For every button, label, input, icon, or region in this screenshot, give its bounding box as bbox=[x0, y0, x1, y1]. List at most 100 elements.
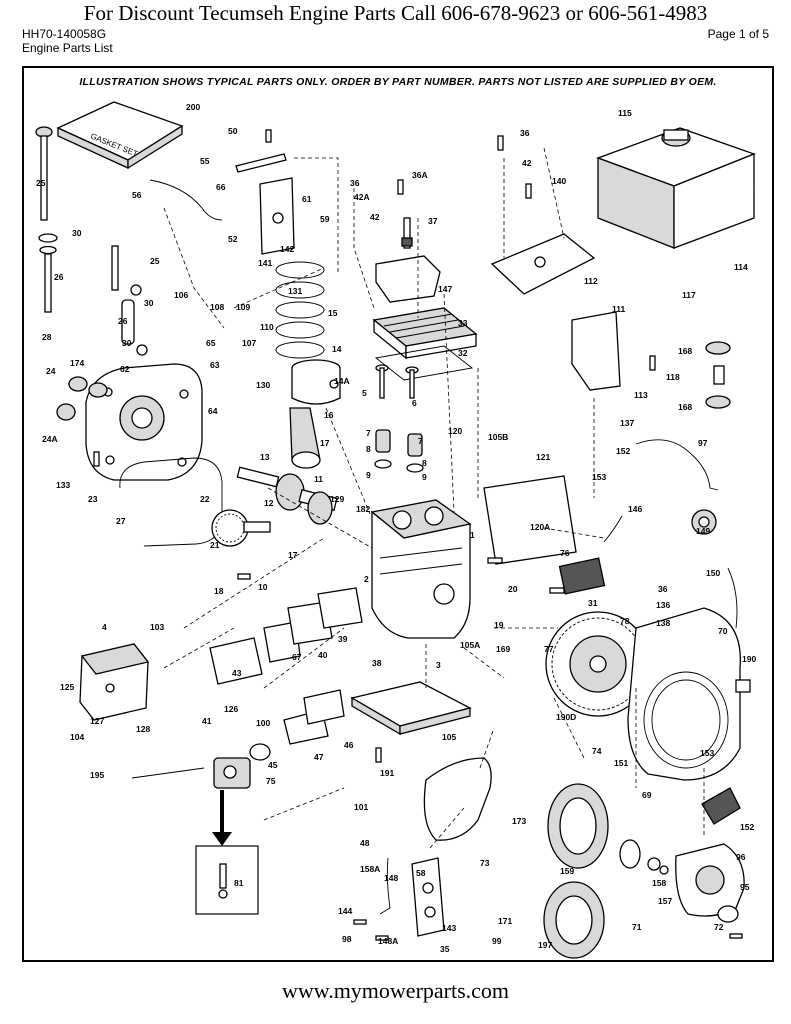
part-callout-label: 72 bbox=[714, 922, 724, 932]
part-callout-label: 77 bbox=[544, 644, 554, 654]
document-id: HH70-140058G bbox=[22, 27, 107, 41]
part-callout-label: 36 bbox=[350, 178, 360, 188]
part-callout-label: 30 bbox=[72, 228, 82, 238]
part-callout-label: 118 bbox=[666, 372, 680, 382]
part-callout-label: 43 bbox=[232, 668, 242, 678]
part-callout-label: 61 bbox=[302, 194, 312, 204]
part-callout-label: 126 bbox=[224, 704, 238, 714]
part-callout-label: 78 bbox=[620, 616, 630, 626]
part-callout-label: 121 bbox=[536, 452, 550, 462]
part-callout-label: 97 bbox=[698, 438, 708, 448]
part-callout-label: 30 bbox=[122, 338, 132, 348]
part-callout-label: 35 bbox=[440, 944, 450, 954]
part-callout-label: 26 bbox=[118, 316, 128, 326]
part-callout-label: 36A bbox=[412, 170, 428, 180]
part-callout-label: 113 bbox=[634, 390, 648, 400]
part-callout-label: 157 bbox=[658, 896, 672, 906]
part-callout-label: 158A bbox=[360, 864, 380, 874]
part-callout-label: 13 bbox=[260, 452, 270, 462]
part-callout-label: 14A bbox=[334, 376, 350, 386]
part-callout-label: 111 bbox=[612, 304, 626, 314]
part-callout-label: 24 bbox=[46, 366, 56, 376]
part-callout-label: 1 bbox=[470, 530, 475, 540]
cylinder-head-part bbox=[372, 307, 478, 360]
part-callout-label: 143 bbox=[442, 923, 456, 933]
part-callout-label: 73 bbox=[480, 858, 490, 868]
rotating-screen-b-part bbox=[543, 881, 605, 959]
part-callout-label: 129 bbox=[330, 494, 344, 504]
callout-labels: 2002530262530263028174622424A13323275055… bbox=[36, 102, 756, 954]
part-callout-label: 27 bbox=[116, 516, 126, 526]
part-callout-label: 63 bbox=[210, 360, 220, 370]
part-callout-label: 39 bbox=[338, 634, 348, 644]
part-callout-label: 50 bbox=[228, 126, 238, 136]
part-callout-label: 66 bbox=[216, 182, 226, 192]
part-callout-label: 99 bbox=[492, 936, 502, 946]
dealer-banner: For Discount Tecumseh Engine Parts Call … bbox=[83, 1, 708, 25]
throttle-bracket-part bbox=[375, 255, 441, 303]
part-callout-label: 138 bbox=[656, 618, 670, 628]
head-gasket-part bbox=[374, 345, 474, 381]
intake-gaskets-part bbox=[249, 689, 345, 761]
piston-rings-part bbox=[275, 261, 325, 359]
carburetor-part bbox=[131, 757, 251, 789]
part-callout-label: 9 bbox=[422, 472, 427, 482]
fasteners-part bbox=[93, 135, 743, 941]
part-callout-label: 36 bbox=[520, 128, 530, 138]
part-callout-label: 75 bbox=[266, 776, 276, 786]
valve-springs-part bbox=[374, 429, 424, 473]
ignition-coil-part bbox=[558, 515, 623, 595]
part-callout-label: 190D bbox=[556, 712, 576, 722]
part-callout-label: 190 bbox=[742, 654, 756, 664]
part-callout-label: 7 bbox=[366, 428, 371, 438]
part-callout-label: 7 bbox=[418, 436, 423, 446]
part-callout-label: 131 bbox=[288, 286, 302, 296]
part-callout-label: 108 bbox=[210, 302, 224, 312]
part-callout-label: 115 bbox=[618, 108, 632, 118]
fuel-line-clamps-part bbox=[705, 341, 731, 409]
part-callout-label: 25 bbox=[150, 256, 160, 266]
part-callout-label: 81 bbox=[234, 878, 244, 888]
fuel-line-part bbox=[635, 439, 719, 491]
part-callout-label: 42A bbox=[354, 192, 370, 202]
recoil-starter-part bbox=[675, 843, 745, 917]
part-callout-label: 98 bbox=[342, 934, 352, 944]
part-callout-label: 142 bbox=[280, 244, 294, 254]
part-callout-label: 127 bbox=[90, 716, 104, 726]
part-callout-label: 5 bbox=[362, 388, 367, 398]
exploded-diagram-frame: ILLUSTRATION SHOWS TYPICAL PARTS ONLY. O… bbox=[22, 66, 774, 962]
part-callout-label: 95 bbox=[740, 882, 750, 892]
document-subtitle: Engine Parts List bbox=[22, 41, 113, 55]
part-callout-label: 30 bbox=[144, 298, 154, 308]
part-callout-label: 174 bbox=[70, 358, 84, 368]
governor-linkage-part bbox=[149, 129, 295, 255]
governor-shaft-part bbox=[111, 245, 148, 356]
part-callout-label: 125 bbox=[60, 682, 74, 692]
part-callout-label: 10 bbox=[258, 582, 268, 592]
part-callout-label: 15 bbox=[328, 308, 338, 318]
cylinder-block-part bbox=[370, 499, 472, 639]
gasket-set-part: GASKET SET bbox=[56, 101, 184, 170]
part-callout-label: 16 bbox=[324, 410, 334, 420]
part-callout-label: 9 bbox=[366, 470, 371, 480]
part-callout-label: 28 bbox=[42, 332, 52, 342]
website-footer: www.mymowerparts.com bbox=[281, 978, 510, 1003]
part-callout-label: 2 bbox=[364, 574, 369, 584]
piston-part bbox=[291, 359, 341, 405]
part-callout-label: 152 bbox=[616, 446, 630, 456]
part-callout-label: 8 bbox=[366, 444, 371, 454]
part-callout-label: 133 bbox=[56, 480, 70, 490]
diagram-caption: ILLUSTRATION SHOWS TYPICAL PARTS ONLY. O… bbox=[79, 76, 717, 88]
part-callout-label: 107 bbox=[242, 338, 256, 348]
part-callout-label: 105B bbox=[488, 432, 508, 442]
starter-pulley-part bbox=[619, 839, 669, 875]
part-callout-label: 137 bbox=[620, 418, 634, 428]
part-callout-label: 41 bbox=[202, 716, 212, 726]
part-callout-label: 3 bbox=[436, 660, 441, 670]
decal-part bbox=[735, 679, 751, 693]
dipstick-part bbox=[35, 126, 58, 313]
part-callout-label: 32 bbox=[458, 348, 468, 358]
part-callout-label: 76 bbox=[560, 548, 570, 558]
part-callout-label: 69 bbox=[642, 790, 652, 800]
part-callout-label: 70 bbox=[718, 626, 728, 636]
